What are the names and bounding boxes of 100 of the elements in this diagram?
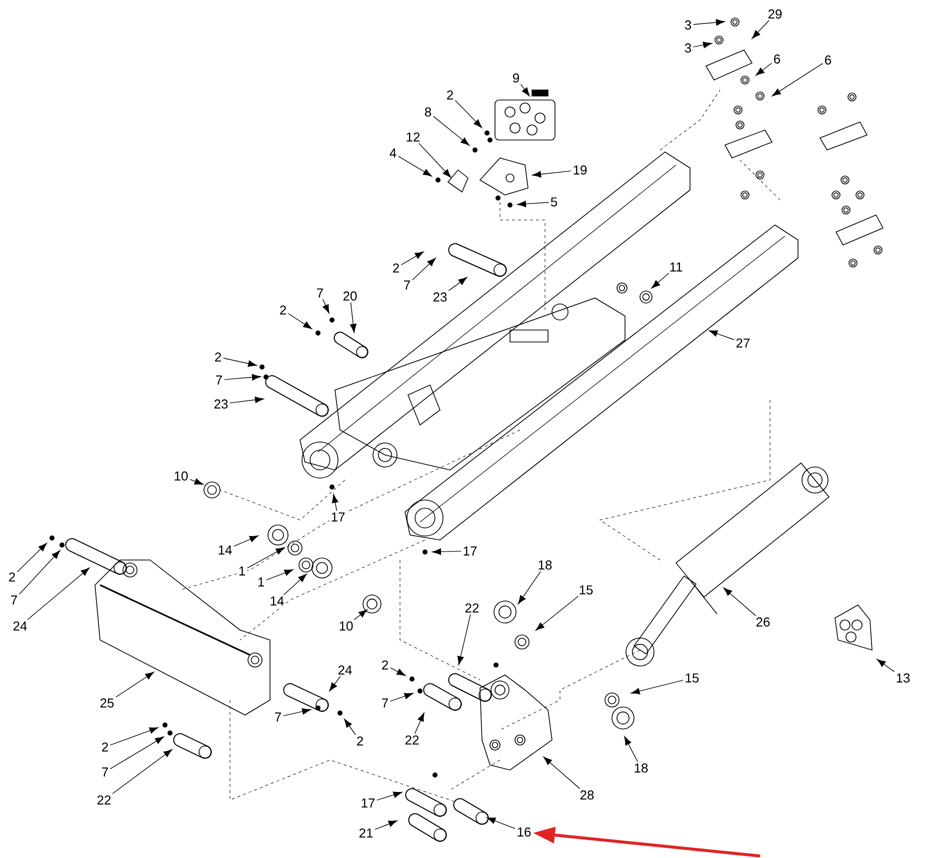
callout-number: 24 <box>11 620 29 632</box>
callout-number: 17 <box>461 545 479 557</box>
leader-line <box>230 396 264 404</box>
leader-line <box>234 536 258 547</box>
leader-line <box>651 272 670 288</box>
leader-line <box>412 258 436 280</box>
callout-number: 17 <box>329 511 347 523</box>
leader-line <box>350 302 356 333</box>
leader-line <box>692 42 712 48</box>
callout-number: 7 <box>380 697 390 709</box>
leader-line <box>520 84 530 96</box>
callout-number: 5 <box>548 196 560 208</box>
leader-line <box>224 374 261 381</box>
leader-line <box>332 494 338 512</box>
callout-number: 2 <box>6 570 18 584</box>
callout-number: 2 <box>354 734 366 748</box>
callout-number: 2 <box>212 350 224 364</box>
callout-number: 23 <box>212 398 230 410</box>
leader-line <box>536 596 579 631</box>
callout-number: 7 <box>272 711 284 723</box>
leader-line <box>110 736 164 770</box>
leader-line <box>517 200 550 208</box>
callout-number: 7 <box>8 594 20 606</box>
leader-line <box>624 736 638 762</box>
callout-number: 2 <box>390 262 402 274</box>
leader-line <box>374 820 398 830</box>
leader-line <box>329 676 341 692</box>
callout-number: 7 <box>402 279 412 291</box>
leader-line <box>414 712 424 734</box>
callout-number: 10 <box>337 620 355 632</box>
leader-line <box>110 727 158 746</box>
callout-number: 22 <box>403 734 421 746</box>
callout-number: 26 <box>754 616 772 628</box>
leader-line <box>432 548 462 555</box>
callout-number: 10 <box>172 470 190 482</box>
leader-line <box>692 19 725 26</box>
leader-line <box>454 100 482 128</box>
callout-number: 20 <box>341 290 359 302</box>
leader-line <box>283 574 307 596</box>
leader-line <box>457 614 471 666</box>
leader-line <box>432 116 470 146</box>
callout-number: 14 <box>268 595 286 607</box>
leader-line <box>876 659 895 672</box>
leader-line <box>532 170 572 178</box>
leader-line <box>708 330 734 340</box>
callout-number: 28 <box>578 788 596 802</box>
leader-line <box>27 568 90 620</box>
leader-line <box>190 478 204 485</box>
callout-number: 9 <box>510 72 522 84</box>
callout-number: 25 <box>98 696 116 710</box>
callout-number: 27 <box>734 336 752 350</box>
leader-line <box>112 749 172 794</box>
callout-number: 29 <box>766 8 784 20</box>
leader-line <box>246 547 285 568</box>
leader-line <box>448 277 468 292</box>
leader-line <box>390 692 414 702</box>
callout-number: 18 <box>632 762 650 774</box>
leader-line <box>390 667 406 676</box>
callout-number: 2 <box>380 658 390 672</box>
leader-line <box>486 817 516 829</box>
leader-line <box>322 298 330 314</box>
leader-line <box>282 708 311 716</box>
callout-number: 15 <box>577 584 595 596</box>
callout-number: 1 <box>236 565 248 577</box>
callout-number: 7 <box>214 374 224 386</box>
callout-number: 24 <box>336 664 354 676</box>
callout-number: 4 <box>388 147 398 159</box>
callout-number: 6 <box>772 52 782 66</box>
leader-line <box>354 609 368 620</box>
leader-line <box>630 680 684 694</box>
leader-line <box>756 62 772 76</box>
callout-number: 12 <box>404 130 422 144</box>
callout-number: 13 <box>894 672 912 684</box>
leader-line <box>398 156 432 176</box>
callout-number: 8 <box>422 106 434 118</box>
leader-line <box>288 313 312 330</box>
callout-number: 7 <box>314 287 326 299</box>
callout-number: 3 <box>682 42 694 54</box>
callout-number: 7 <box>100 766 110 778</box>
callout-number: 22 <box>463 602 481 614</box>
leader-line <box>376 792 402 801</box>
callout-number: 11 <box>668 261 684 273</box>
leader-line <box>518 570 542 604</box>
leader-line <box>18 550 60 595</box>
leader-line <box>723 588 756 616</box>
callout-number: 14 <box>216 544 234 556</box>
leader-line <box>418 142 452 178</box>
callout-number: 2 <box>278 304 288 316</box>
leader-line <box>266 569 294 580</box>
callout-number: 1 <box>256 576 266 588</box>
callout-number: 17 <box>359 797 377 809</box>
callout-number: 6 <box>822 54 834 66</box>
leader-line <box>344 718 356 736</box>
callout-number: 15 <box>683 672 701 684</box>
leader-line <box>222 358 257 367</box>
leader-line <box>772 63 824 96</box>
leader-line <box>116 672 154 698</box>
callout-number: 18 <box>536 558 554 572</box>
callout-number: 16 <box>515 826 533 838</box>
callout-number: 23 <box>431 290 449 304</box>
